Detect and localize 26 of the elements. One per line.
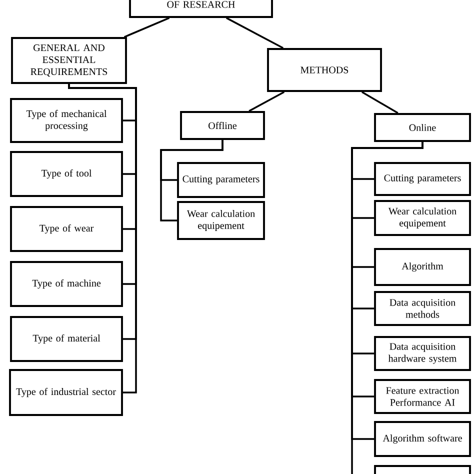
category-box: Type of material [10, 316, 123, 362]
category-box: Data acquisition hardware system [374, 336, 471, 371]
category-box: Type of tool [10, 151, 123, 197]
empty-box [374, 465, 471, 474]
connector-line [362, 91, 398, 114]
category-box: Algorithm [374, 248, 471, 286]
category-box: Data acquisition methods [374, 291, 471, 326]
category-box: Type of industrial sector [9, 369, 123, 416]
connector-line [160, 140, 224, 222]
category-box: Offline [180, 111, 265, 140]
category-box: Feature extraction Performance AI [374, 379, 471, 414]
category-box: Type of wear [10, 206, 123, 252]
category-box: Cutting parameters [177, 162, 265, 198]
category-box: OF RESEARCH [129, 0, 273, 18]
connector-line [124, 17, 170, 38]
category-box: Wear calculation equipement [374, 200, 471, 236]
connector-line [248, 91, 285, 112]
category-box: Wear calculation equipement [177, 201, 265, 240]
category-box: GENERAL AND ESSENTIAL REQUIREMENTS [11, 37, 127, 84]
connector-line [226, 17, 284, 49]
category-box: METHODS [267, 48, 382, 92]
category-box: Type of machine [10, 261, 123, 307]
category-box: Algorithm software [374, 421, 471, 457]
category-box: Type of mechanical processing [10, 98, 123, 143]
category-box: Cutting parameters [374, 162, 471, 196]
category-box: Online [374, 113, 471, 142]
